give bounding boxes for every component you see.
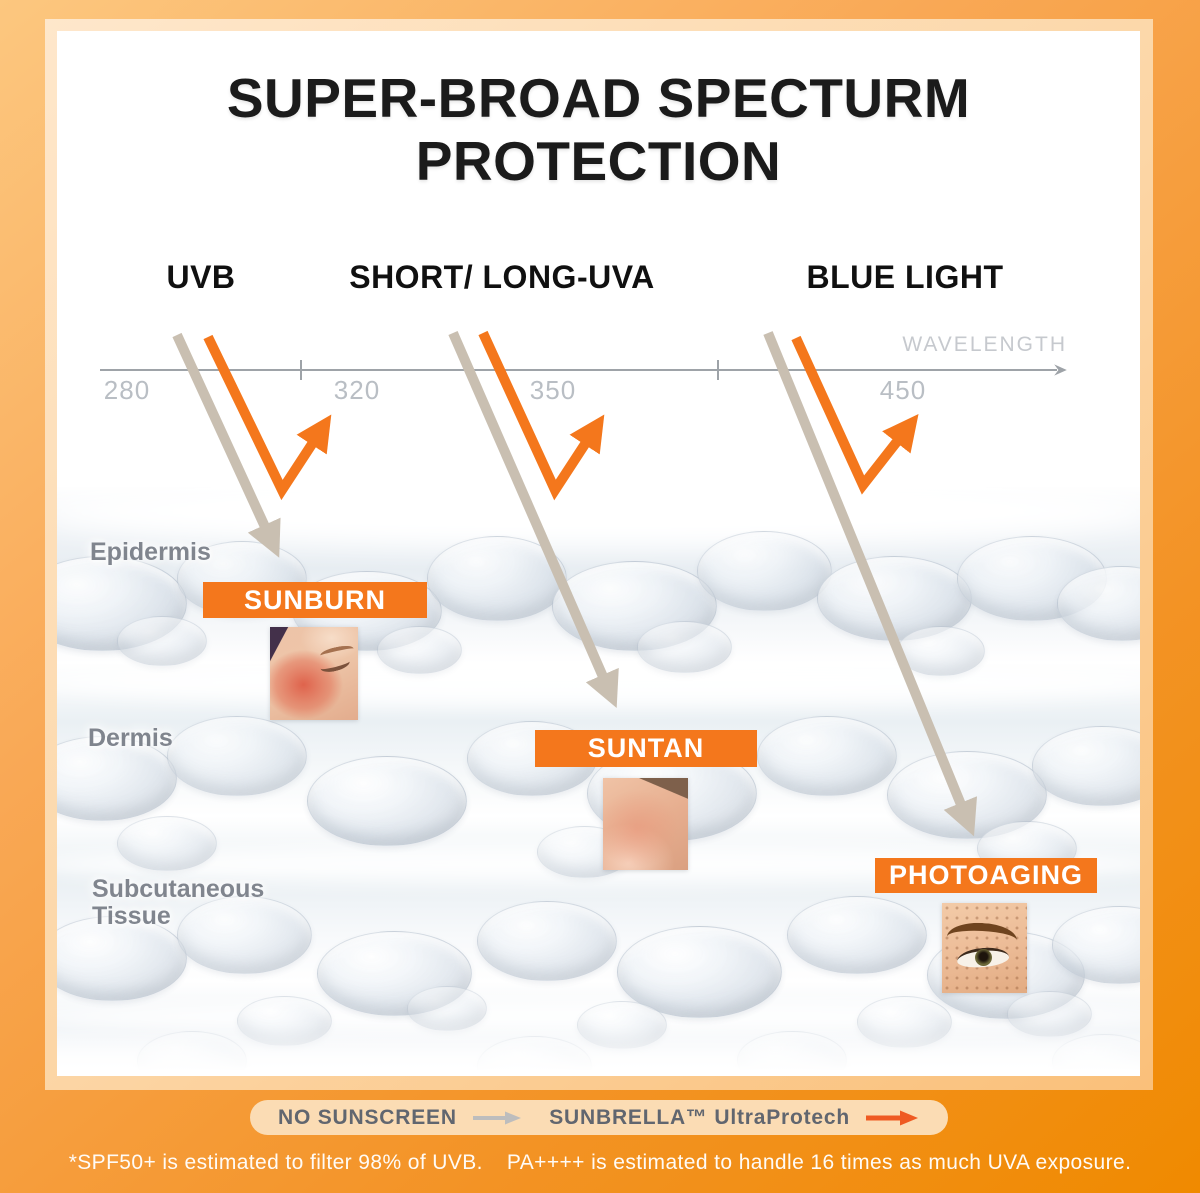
uva-reflected-ray [478, 330, 605, 501]
gray-arrow-icon [472, 1111, 521, 1124]
product-label: SUNBRELLA™ UltraProtech [549, 1105, 850, 1129]
axis-tick-350: 350 [529, 375, 577, 405]
no-sunscreen-label: NO SUNSCREEN [278, 1105, 457, 1129]
iris-shape [975, 949, 992, 966]
uva-penetrating-ray [448, 331, 619, 709]
gel-bubble [177, 896, 312, 974]
photoaging-tag: PHOTOAGING [875, 858, 1097, 893]
page-title: SUPER-BROAD SPECTURM PROTECTION [57, 67, 1140, 192]
gel-bubble [477, 901, 617, 981]
suntan-tag: SUNTAN [535, 730, 757, 767]
gel-bubble [377, 626, 462, 674]
orange-arrow-icon [866, 1110, 918, 1125]
photoaging-eye-photo [942, 903, 1027, 993]
uvb-penetrating-ray [172, 332, 281, 558]
axis-tick-450: 450 [879, 375, 927, 405]
title-line1: SUPER-BROAD SPECTURM [226, 67, 971, 129]
gel-bubble [637, 621, 732, 673]
axis-tick-320: 320 [333, 375, 381, 405]
gel-bubble [697, 531, 832, 611]
gel-bubble [307, 756, 467, 846]
gel-bubble [117, 816, 217, 871]
layer-label-subcutaneous: Subcutaneous Tissue [92, 876, 264, 930]
axis-tick-280: 280 [103, 375, 151, 405]
gel-bubble [787, 896, 927, 974]
gel-bubble [757, 716, 897, 796]
rays-and-axis-graphic [100, 330, 1067, 837]
subcutaneous-line1: Subcutaneous [92, 875, 265, 903]
sunburn-tag: SUNBURN [203, 582, 427, 618]
blue-light-penetrating-ray [763, 331, 978, 837]
gel-bubble [57, 736, 177, 821]
closed-eye-shape [318, 655, 352, 675]
sunburn-skin-photo [270, 627, 358, 720]
gel-bubble [167, 716, 307, 796]
blue-light-reflected-ray [791, 335, 919, 495]
eyebrow-shape [946, 921, 1018, 951]
gel-bubble [57, 916, 187, 1001]
footnote-spf: *SPF50+ is estimated to filter 98% of UV… [68, 1151, 483, 1174]
axis-label: WAVELENGTH [902, 333, 1067, 356]
content-panel: SUPER-BROAD SPECTURM PROTECTION UVB SHOR… [57, 31, 1140, 1076]
suntan-skin-photo [603, 778, 688, 870]
label-uvb: UVB [166, 259, 236, 295]
uvb-reflected-ray [203, 334, 332, 501]
gel-bubble [897, 626, 985, 676]
label-blue-light: BLUE LIGHT [806, 259, 1004, 295]
footnote: *SPF50+ is estimated to filter 98% of UV… [0, 1151, 1200, 1175]
legend: NO SUNSCREEN SUNBRELLA™ UltraProtech [250, 1100, 948, 1135]
gel-bubble [1032, 726, 1140, 806]
subcutaneous-line2: Tissue [92, 902, 171, 930]
legend-no-sunscreen: NO SUNSCREEN [278, 1106, 523, 1130]
layer-label-epidermis: Epidermis [90, 538, 211, 566]
footnote-pa: PA++++ is estimated to handle 16 times a… [506, 1151, 1132, 1174]
gel-bubble [117, 616, 207, 666]
title-line2: PROTECTION [415, 129, 782, 192]
legend-product: SUNBRELLA™ UltraProtech [549, 1106, 920, 1130]
gel-bubble [617, 926, 782, 1018]
layer-label-dermis: Dermis [88, 724, 173, 752]
label-short-long-uva: SHORT/ LONG-UVA [349, 259, 655, 295]
